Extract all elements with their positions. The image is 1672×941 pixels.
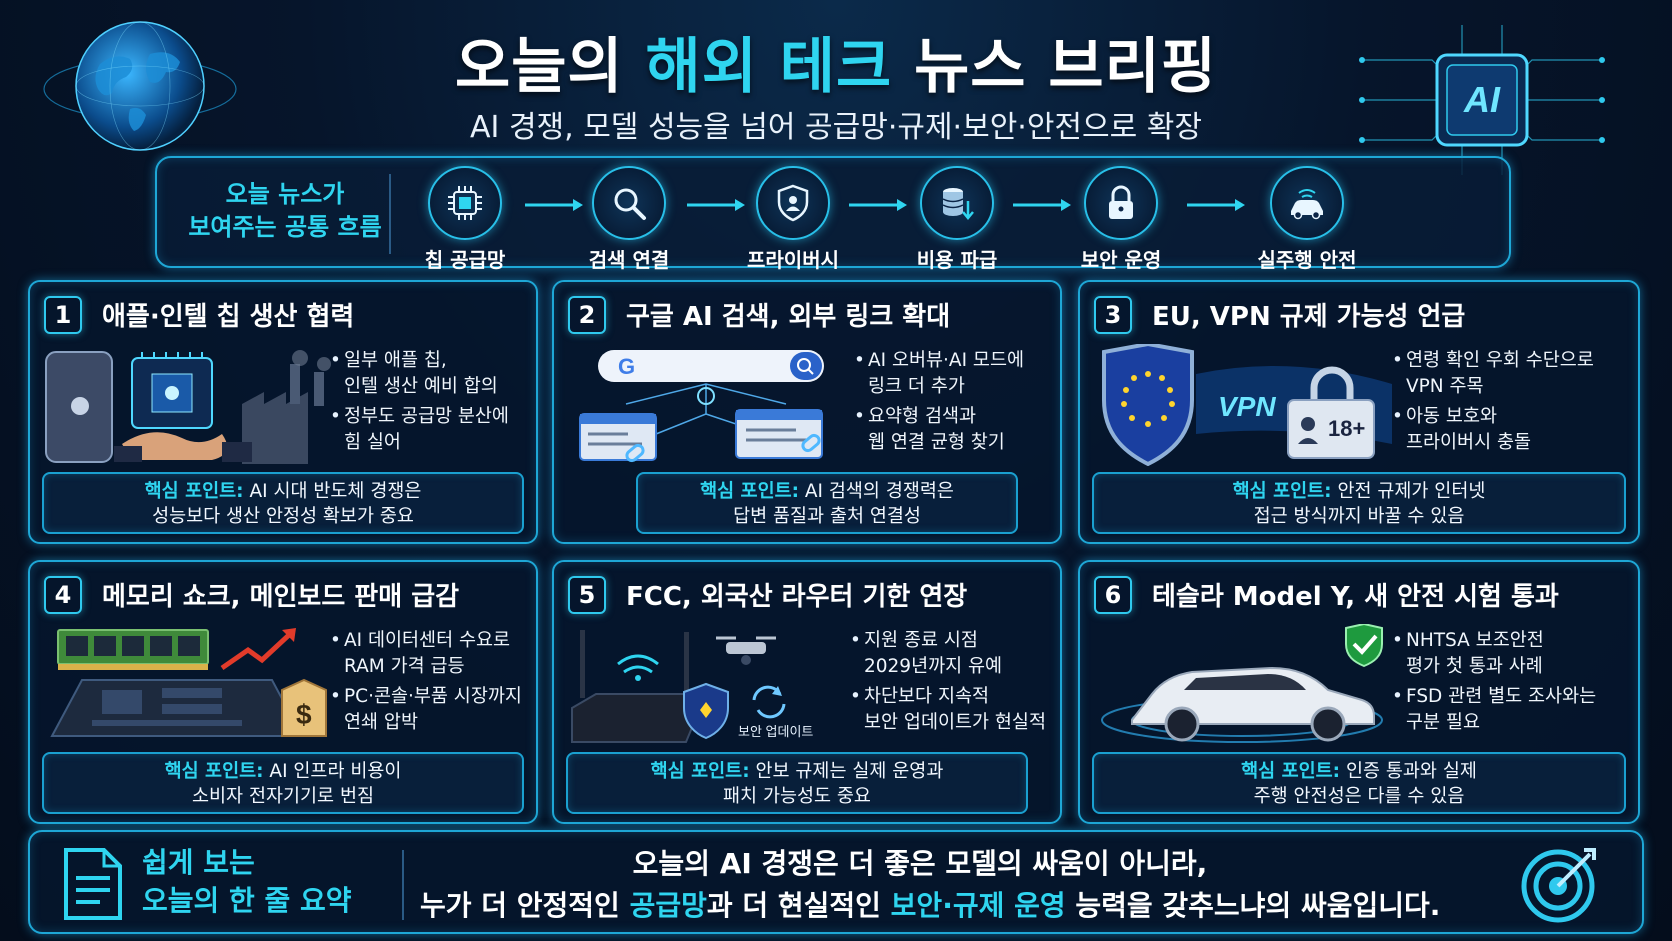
divider [389,174,391,254]
summary-line-2: 누가 더 안정적인 공급망과 더 현실적인 보안·규제 운영 능력을 갖추느냐의… [420,889,1441,922]
flow-step-cost: 비용 파급 [887,166,1027,273]
magnifier-icon [614,188,646,220]
key-point-box: 핵심 포인트: AI 인프라 비용이 소비자 전자기기로 번짐 [42,752,524,814]
card-title: FCC, 외국산 라우터 기한 연장 [626,582,968,612]
arrow-icon [525,199,583,211]
bullet-item: NHTSA 보조안전 평가 첫 통과 사례 [1392,628,1632,680]
bullet-item: 일부 애플 칩, 인텔 생산 예비 합의 [330,348,540,400]
bullet-item: 요약형 검색과 웹 연결 균형 찾기 [854,404,1064,456]
check-shield-icon [1345,624,1383,668]
common-flow-panel: 오늘 뉴스가 보여주는 공통 흐름 칩 공급망 검색 연결 프라이버시 비용 파… [155,156,1511,272]
key-point-box: 핵심 포인트: 안전 규제가 인터넷 접근 방식까지 바꿀 수 있음 [1092,472,1626,534]
arrow-icon [1187,199,1245,211]
link-icon [625,433,821,463]
coins-icon [942,188,974,220]
eu-shield-icon [1102,344,1194,466]
bullet-item: 아동 보호와 프라이버시 충돌 [1392,404,1632,456]
summary-panel: 쉽게 보는 오늘의 한 줄 요약 오늘의 AI 경쟁은 더 좋은 모델의 싸움이… [28,830,1644,934]
bullet-item: 지원 종료 시점 2029년까지 유예 [850,628,1064,680]
title-highlight: 해외 테크 [645,32,893,102]
chip-handshake-illustration [45,350,331,464]
handshake-icon [122,432,228,460]
card-number: 5 [568,576,606,614]
target-icon [1521,848,1596,923]
card-number: 3 [1094,296,1132,334]
bullet-item: 정부도 공급망 분산에 힘 실어 [330,404,540,456]
flow-label: 오늘 뉴스가 보여주는 공통 흐름 [188,180,382,241]
chip-icon [448,186,482,220]
divider [402,850,404,920]
bullet-item: AI 오버뷰·AI 모드에 링크 더 추가 [854,348,1064,400]
card-bullets: AI 데이터센터 수요로 RAM 가격 급등 PC·콘솔·부품 시장까지 연쇄 … [330,628,540,740]
memory-price-illustration: $ [50,628,327,737]
page-title: 오늘의 해외 테크 뉴스 브리핑 [455,32,1217,102]
flow-step-security: 보안 운영 [1051,166,1191,273]
news-card-6: 6 테슬라 Model Y, 새 안전 시험 통과 NHTSA 보조안전 평가 … [1078,560,1640,824]
arrow-icon [1013,199,1071,211]
age-badge-text: 18+ [1328,416,1365,441]
document-icon [64,848,122,920]
card-title: 테슬라 Model Y, 새 안전 시험 통과 [1152,582,1559,612]
search-bar-icon [598,350,824,382]
news-card-5: 5 FCC, 외국산 라우터 기한 연장 보안 업데이트 지원 종료 시점 20… [552,560,1062,824]
flow-step-search: 검색 연결 [559,166,699,273]
card-title: 애플·인텔 칩 생산 협력 [102,302,355,332]
ai-chip-icon: AI [1359,25,1605,175]
apple-logo-icon [71,397,89,415]
lock-icon [1109,185,1133,219]
drone-icon [716,636,776,665]
trend-up-icon [220,632,292,671]
shield-user-icon [777,184,809,222]
arrow-icon [849,199,907,211]
bullet-item: AI 데이터센터 수요로 RAM 가격 급등 [330,628,540,680]
card-bullets: 연령 확인 우회 수단으로 VPN 주목 아동 보호와 프라이버시 충돌 [1392,348,1632,460]
key-point-box: 핵심 포인트: 안보 규제는 실제 운영과 패치 가능성도 중요 [566,752,1028,814]
key-point-box: 핵심 포인트: AI 시대 반도체 경쟁은 성능보다 생산 안정성 확보가 중요 [42,472,524,534]
flow-step-chip: 칩 공급망 [395,166,535,273]
key-point-box: 핵심 포인트: AI 검색의 경쟁력은 답변 품질과 출처 연결성 [636,472,1018,534]
bullet-item: PC·콘솔·부품 시장까지 연쇄 압박 [330,684,540,736]
search-links-illustration: G [579,350,824,463]
key-point-box: 핵심 포인트: 인증 통과와 실제 주행 안전성은 다를 수 있음 [1092,752,1626,814]
flow-step-driving: 실주행 안전 [1237,166,1377,273]
news-card-2: 2 구글 AI 검색, 외부 링크 확대 G AI 오버뷰·AI 모드에 링크 … [552,280,1062,544]
news-card-1: 1 애플·인텔 칩 생산 협력 일부 애플 칩, 인텔 생산 예비 합의 정부도… [28,280,538,544]
car-safety-illustration [1101,624,1383,743]
flow-step-privacy: 프라이버시 [723,166,863,273]
page-subtitle: AI 경쟁, 모델 성능을 넘어 공급망·규제·보안·안전으로 확장 [470,110,1202,145]
card-title: EU, VPN 규제 가능성 언급 [1152,302,1466,332]
card-bullets: 일부 애플 칩, 인텔 생산 예비 합의 정부도 공급망 분산에 힘 실어 [330,348,540,460]
lock-icon [1310,366,1354,400]
card-bullets: NHTSA 보조안전 평가 첫 통과 사례 FSD 관련 별도 조사와는 구분 … [1392,628,1632,740]
price-tag-icon [281,678,327,737]
news-card-3: 3 EU, VPN 규제 가능성 언급 VPN 18+ 연령 확인 우회 수단으… [1078,280,1640,544]
ai-badge-text: AI [1463,79,1501,120]
car-icon [1291,189,1323,220]
card-title: 메모리 쇼크, 메인보드 판매 급감 [102,582,460,612]
news-card-4: 4 메모리 쇼크, 메인보드 판매 급감 $ AI 데이터센터 수요로 RAM … [28,560,538,824]
bullet-item: 연령 확인 우회 수단으로 VPN 주목 [1392,348,1632,400]
router-update-illustration: 보안 업데이트 [571,630,813,743]
card-number: 2 [568,296,606,334]
bullet-item: 차단보다 지속적 보안 업데이트가 현실적 [850,684,1064,736]
card-number: 6 [1094,576,1132,614]
card-bullets: 지원 종료 시점 2029년까지 유예 차단보다 지속적 보안 업데이트가 현실… [850,628,1064,740]
globe-icon [43,21,237,151]
card-title: 구글 AI 검색, 외부 링크 확대 [626,302,951,332]
svg-text:G: G [618,354,635,379]
summary-line-1: 오늘의 AI 경쟁은 더 좋은 모델의 싸움이 아니라, [632,847,1208,880]
card-bullets: AI 오버뷰·AI 모드에 링크 더 추가 요약형 검색과 웹 연결 균형 찾기 [854,348,1064,460]
vpn-text: VPN [1218,391,1276,422]
factory-icon [242,392,308,464]
card-number: 4 [44,576,82,614]
card-number: 1 [44,296,82,334]
update-label: 보안 업데이트 [738,724,813,739]
wifi-icon [617,654,659,674]
summary-label: 쉽게 보는 오늘의 한 줄 요약 [142,846,352,917]
eu-vpn-illustration: VPN 18+ [1102,344,1392,466]
price-tag-text: $ [296,699,312,730]
arrow-icon [687,199,745,211]
globe-icon [697,387,715,405]
bullet-item: FSD 관련 별도 조사와는 구분 필요 [1392,684,1632,736]
